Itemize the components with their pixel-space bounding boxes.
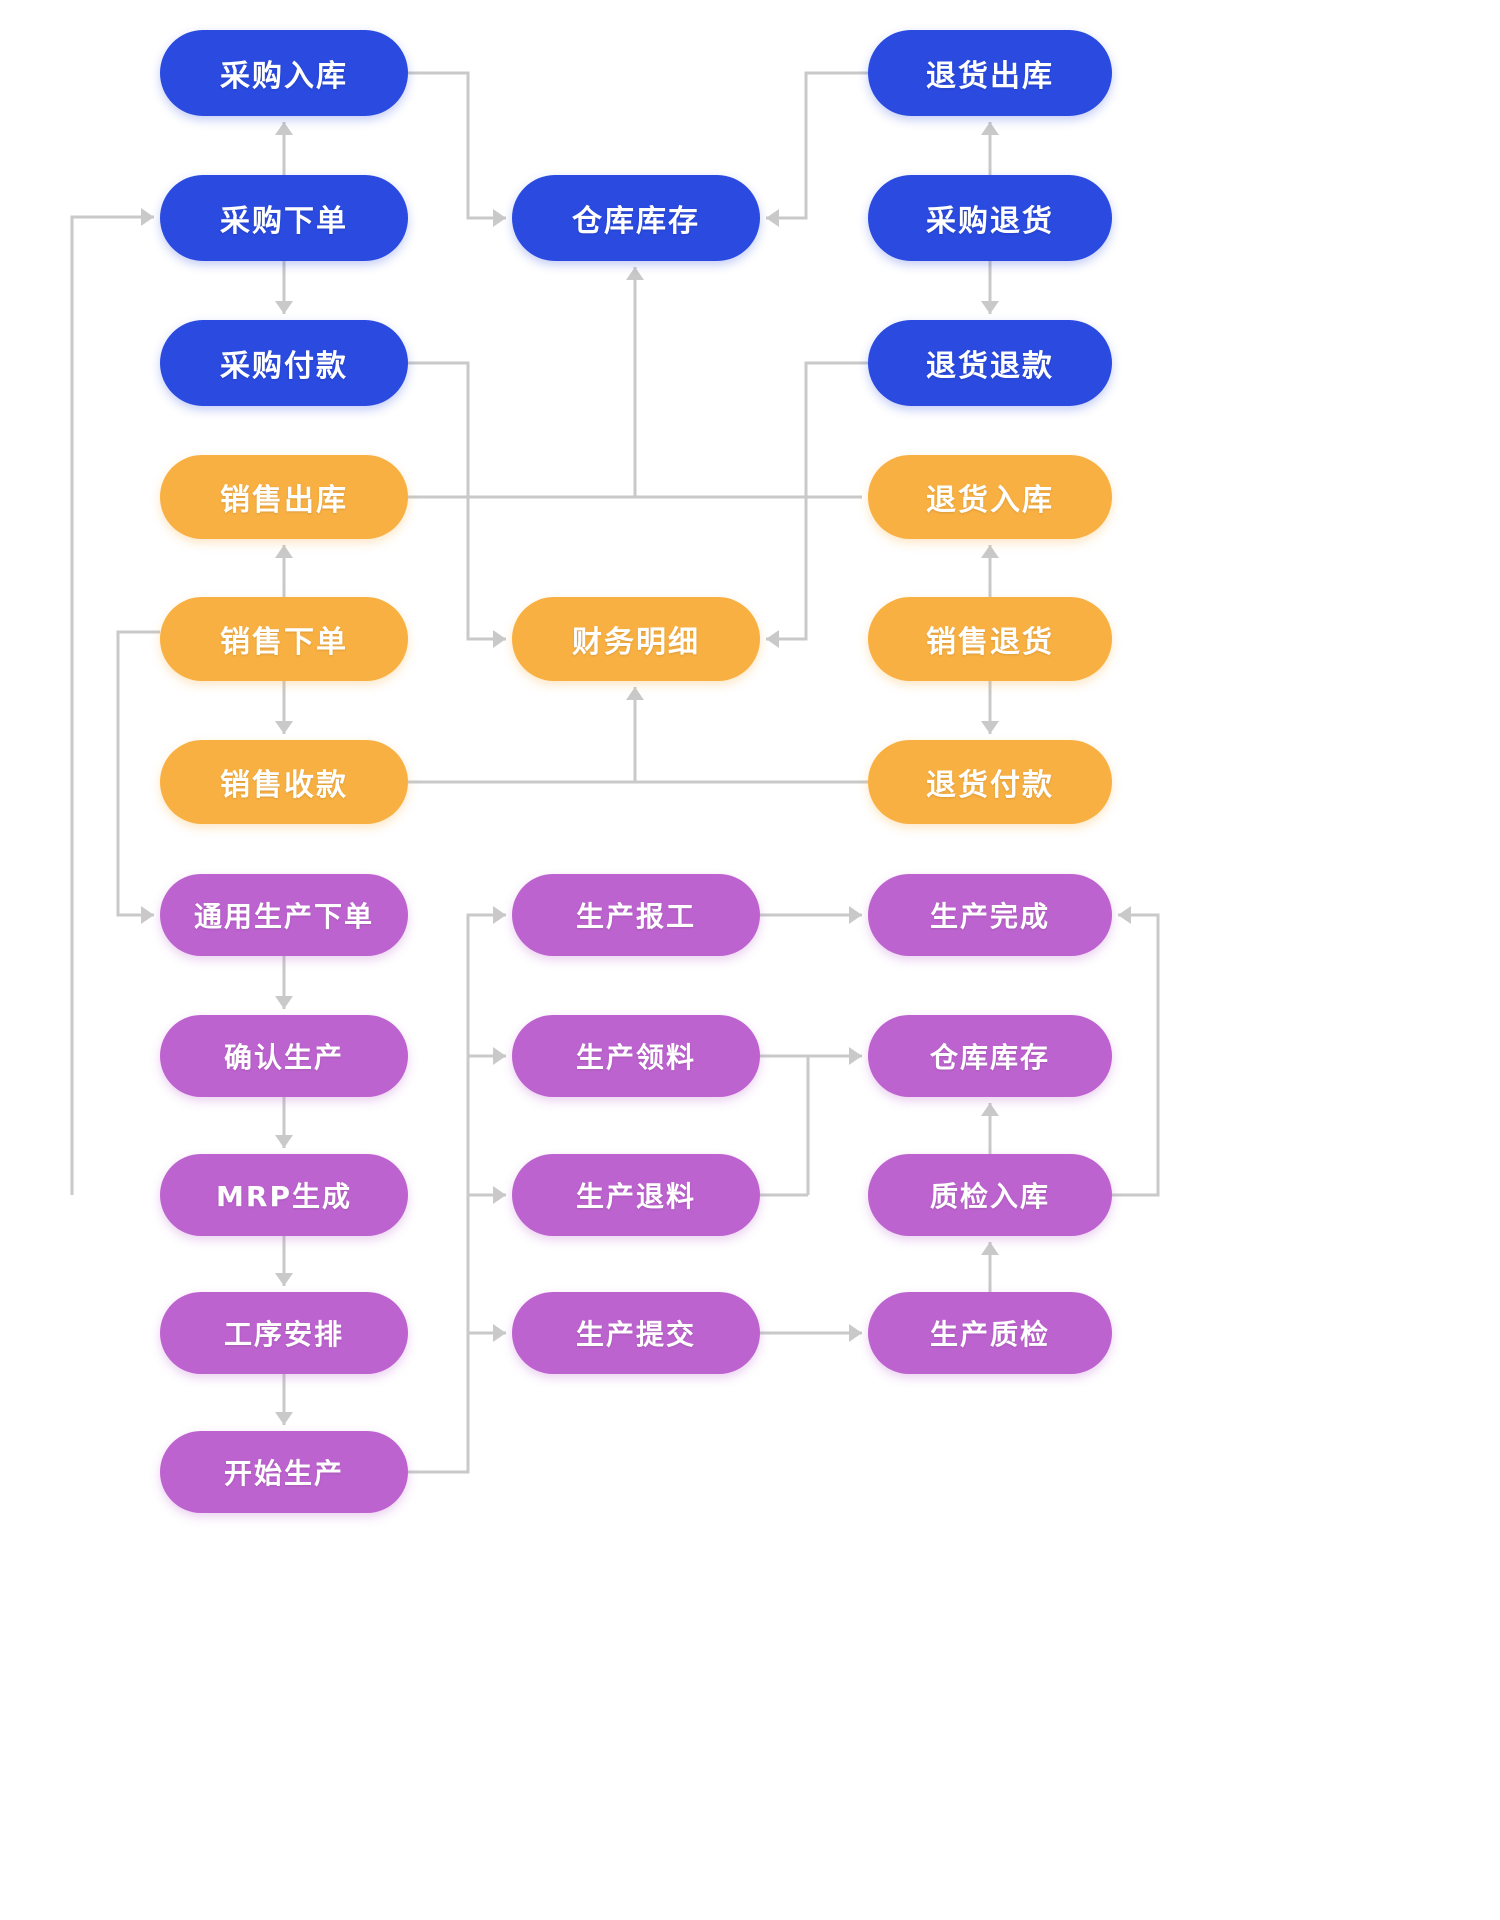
connector-arrowhead [141,208,154,226]
flow-node-label: 采购入库 [220,59,348,94]
connector-arrowhead [626,687,644,700]
connector-arrowhead [275,996,293,1009]
connector-arrowhead [849,906,862,924]
flow-node-label: MRP生成 [216,1180,352,1213]
flow-node-label: 销售下单 [220,625,348,660]
flow-node-label: 仓库库存 [572,204,700,239]
connector-line [408,71,506,220]
flow-node-label: 生产质检 [929,1318,1050,1351]
flow-node-label: 质检入库 [929,1180,1050,1213]
connector-line [766,361,868,641]
connector-arrowhead [981,1103,999,1116]
flow-node-n23[interactable]: 生产提交 [512,1292,760,1374]
flow-node-n13[interactable]: 销售退货 [868,597,1112,681]
flow-node-n11[interactable]: 财务明细 [512,597,760,681]
flow-node-n7[interactable]: 退货退款 [868,320,1112,406]
flow-node-label: 生产完成 [929,900,1050,933]
connector-arrowhead [275,1135,293,1148]
flow-node-n26[interactable]: 质检入库 [868,1154,1112,1236]
flow-node-n3[interactable]: 采购付款 [160,320,408,406]
flow-node-n8[interactable]: 销售出库 [160,455,408,539]
flow-node-n15[interactable]: 通用生产下单 [160,874,408,956]
connector-arrowhead [275,545,293,558]
flow-node-n27[interactable]: 生产质检 [868,1292,1112,1374]
flow-node-n16[interactable]: 确认生产 [160,1015,408,1097]
flow-node-n5[interactable]: 退货出库 [868,30,1112,116]
flow-node-label: 退货付款 [926,768,1054,803]
connector-line [766,71,868,220]
connector-arrowhead [275,1273,293,1286]
connector-line [70,215,154,1195]
connector-line [408,687,637,784]
flow-node-label: 生产提交 [575,1318,696,1351]
connector-line [408,361,506,641]
connector-arrowhead [275,301,293,314]
flow-node-n6[interactable]: 采购退货 [868,175,1112,261]
flow-node-label: 生产退料 [575,1180,696,1213]
flow-node-n2[interactable]: 采购下单 [160,175,408,261]
connector-arrowhead [849,1324,862,1342]
flow-node-label: 采购付款 [220,349,348,384]
connector-arrowhead [493,1186,506,1204]
flow-node-n1[interactable]: 采购入库 [160,30,408,116]
flow-node-label: 退货入库 [926,483,1054,518]
flow-node-label: 财务明细 [572,625,700,660]
flow-node-n4[interactable]: 仓库库存 [512,175,760,261]
flow-node-label: 退货退款 [926,349,1054,384]
flow-node-label: 退货出库 [926,59,1054,94]
connector-arrowhead [981,721,999,734]
flow-node-label: 采购下单 [220,204,348,239]
flow-node-n9[interactable]: 销售下单 [160,597,408,681]
connector-arrowhead [981,122,999,135]
connector-arrowhead [766,209,779,227]
connector-arrowhead [275,721,293,734]
flow-node-label: 销售出库 [220,483,348,518]
connector-arrowhead [493,906,506,924]
flow-node-label: 生产领料 [575,1041,696,1074]
connector-line [1112,913,1160,1197]
flow-node-label: 生产报工 [575,900,696,933]
connector-arrowhead [493,1324,506,1342]
flow-node-label: 确认生产 [223,1041,344,1074]
flow-node-label: 销售退货 [926,625,1054,660]
flow-node-label: 销售收款 [220,768,348,803]
flow-node-n10[interactable]: 销售收款 [160,740,408,824]
flow-node-n25[interactable]: 仓库库存 [868,1015,1112,1097]
connector-arrowhead [981,1242,999,1255]
flow-node-label: 开始生产 [223,1457,344,1490]
flow-node-label: 工序安排 [223,1318,344,1351]
flow-node-n19[interactable]: 开始生产 [160,1431,408,1513]
flow-node-label: 仓库库存 [929,1041,1050,1074]
flow-node-n12[interactable]: 退货入库 [868,455,1112,539]
connector-arrowhead [1118,906,1131,924]
flow-node-n17[interactable]: MRP生成 [160,1154,408,1236]
flow-node-n18[interactable]: 工序安排 [160,1292,408,1374]
connector-arrowhead [275,122,293,135]
connector-arrowhead [981,301,999,314]
flow-node-label: 采购退货 [926,204,1054,239]
connector-arrowhead [493,1047,506,1065]
connector-arrowhead [141,906,154,924]
connector-arrowhead [275,1412,293,1425]
connector-arrowhead [493,209,506,227]
flow-node-n14[interactable]: 退货付款 [868,740,1112,824]
connector-line [116,630,160,917]
connector-arrowhead [493,630,506,648]
flow-node-n22[interactable]: 生产退料 [512,1154,760,1236]
connector-arrowhead [981,545,999,558]
flow-node-label: 通用生产下单 [193,900,374,933]
connector-arrowhead [626,267,644,280]
connector-arrowhead [766,630,779,648]
connector-arrowhead [849,1047,862,1065]
flow-node-n24[interactable]: 生产完成 [868,874,1112,956]
flow-node-n21[interactable]: 生产领料 [512,1015,760,1097]
flow-node-n20[interactable]: 生产报工 [512,874,760,956]
